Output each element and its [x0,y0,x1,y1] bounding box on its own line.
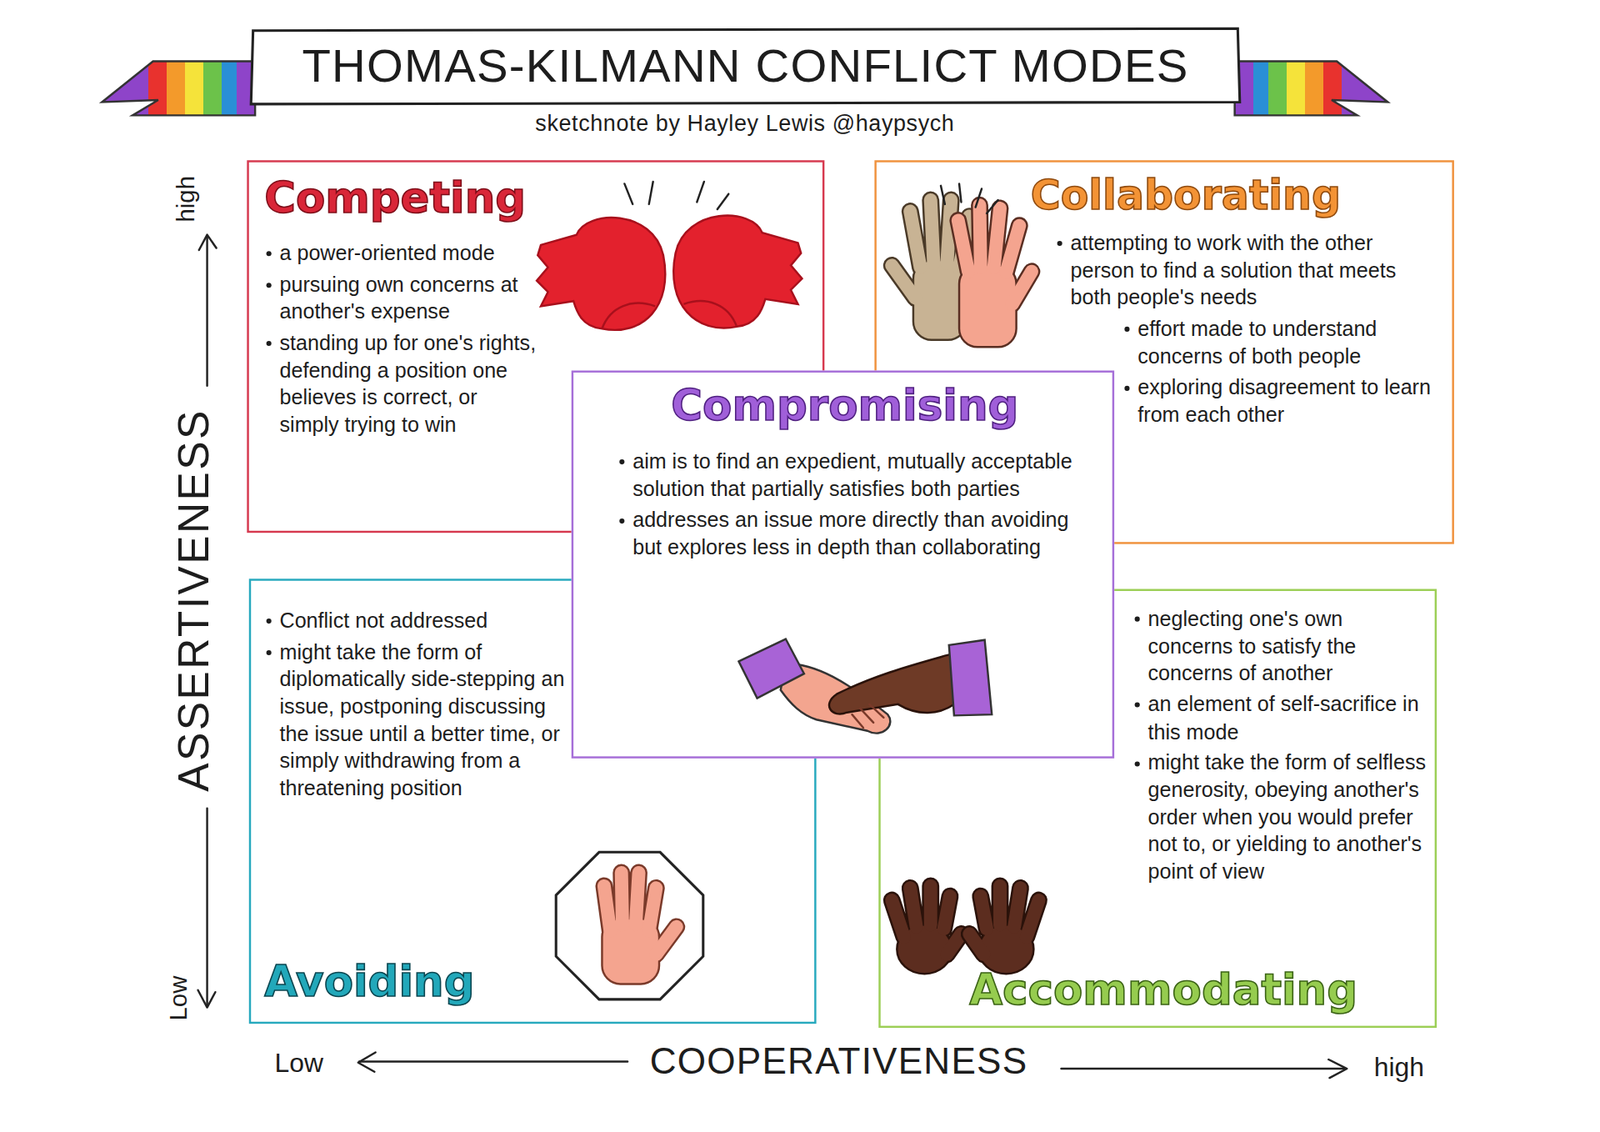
glove-thumb [683,300,737,327]
motion-line [986,200,998,214]
mode-heading: Compromising [583,378,1106,436]
author-credit: sketchnote by Hayley Lewis @haypsych [535,110,955,137]
bullet-point: exploring disagreement to learn from eac… [1123,374,1439,429]
bullet-point: effort made to understand concerns of bo… [1123,315,1439,370]
bullet-list: neglecting one's own concerns to satisfy… [1133,605,1428,957]
arrow-head [358,1051,376,1071]
hand-outline [958,205,1032,305]
axes [198,235,1348,1078]
mode-heading: Competing [260,170,567,228]
fingers [604,872,677,955]
bullet-point: might take the form of selfless generosi… [1133,749,1428,885]
bullet-point: pursuing own concerns at another's expen… [265,270,541,325]
octagon [555,851,704,1000]
motion-line [624,183,633,204]
banner-frame [250,28,1240,105]
ribbon-tail [1235,60,1389,115]
fingers [958,205,1032,305]
bullet-point: a power-oriented mode [265,240,541,268]
axis-line [359,1060,628,1062]
hand-outline [604,872,677,955]
arrow-head [199,235,217,250]
ribbon-tail [101,60,255,115]
axis-line [205,808,208,1005]
banner [101,28,1388,115]
palm [601,918,660,984]
sleeve-cuff [949,640,992,716]
mode-heading: Avoiding [260,954,567,1012]
palm-hand [891,885,961,974]
axis-end-label: Low [275,1047,324,1080]
bullet-list: aim is to find an expedient, mutually ac… [618,448,1099,632]
motion-line [696,181,705,202]
mode-heading: Accommodating [966,962,1416,1020]
hand-outline [891,200,970,299]
bullet-list: a power-oriented modepursuing own concer… [265,240,541,524]
arrow-head [1328,1059,1347,1078]
bullet-point: addresses an issue more directly than av… [618,506,1099,561]
motion-line [940,185,945,205]
axis-end-label: Low [164,975,193,1021]
arrow-head [198,990,216,1008]
glove [673,215,802,329]
high-five-hands [891,183,1032,347]
glove [536,217,665,330]
finger-lines [851,704,884,728]
stop-sign [555,851,704,1000]
bullet-point: an element of self-sacrifice in this mod… [1133,690,1428,745]
boxing-gloves [536,181,802,330]
axis-end-label: high [1374,1051,1425,1084]
axis-title: COOPERATIVENESS [650,1040,1029,1083]
open-palms [891,885,1039,974]
palm-hand [969,885,1039,974]
hand [780,663,891,734]
mode-box: Compromising aim is to find an expedient,… [571,370,1115,758]
axis-title: ASSERTIVENESS [169,408,219,792]
sleeve-cuff [739,639,805,699]
bullet-list: Conflict not addressed might take the for… [265,607,567,904]
bullet-point: neglecting one's own concerns to satisfy… [1133,605,1428,687]
palm [959,265,1017,347]
bullet-point: Conflict not addressed [265,607,567,635]
bullet-point: aim is to find an expedient, mutually ac… [618,448,1099,503]
bullet-point: standing up for one's rights, defending … [265,330,541,439]
axis-end-label: high [171,175,200,223]
motion-line [975,189,982,208]
glove-thumb [601,303,655,330]
bullet-point: attempting to work with the other person… [1055,230,1439,312]
banner-title: THOMAS-KILMANN CONFLICT MODES [255,30,1236,100]
motion-line [717,194,729,210]
mode-heading: Collaborating [1027,168,1448,226]
axis-line [205,236,208,386]
motion-line [959,183,961,202]
motion-line [649,181,654,205]
bullet-point: might take the form of diplomatically si… [265,638,567,802]
axis-line [1060,1067,1345,1070]
handshake [739,639,993,734]
fingers [891,200,970,299]
palm [913,260,967,340]
hand [829,653,955,715]
